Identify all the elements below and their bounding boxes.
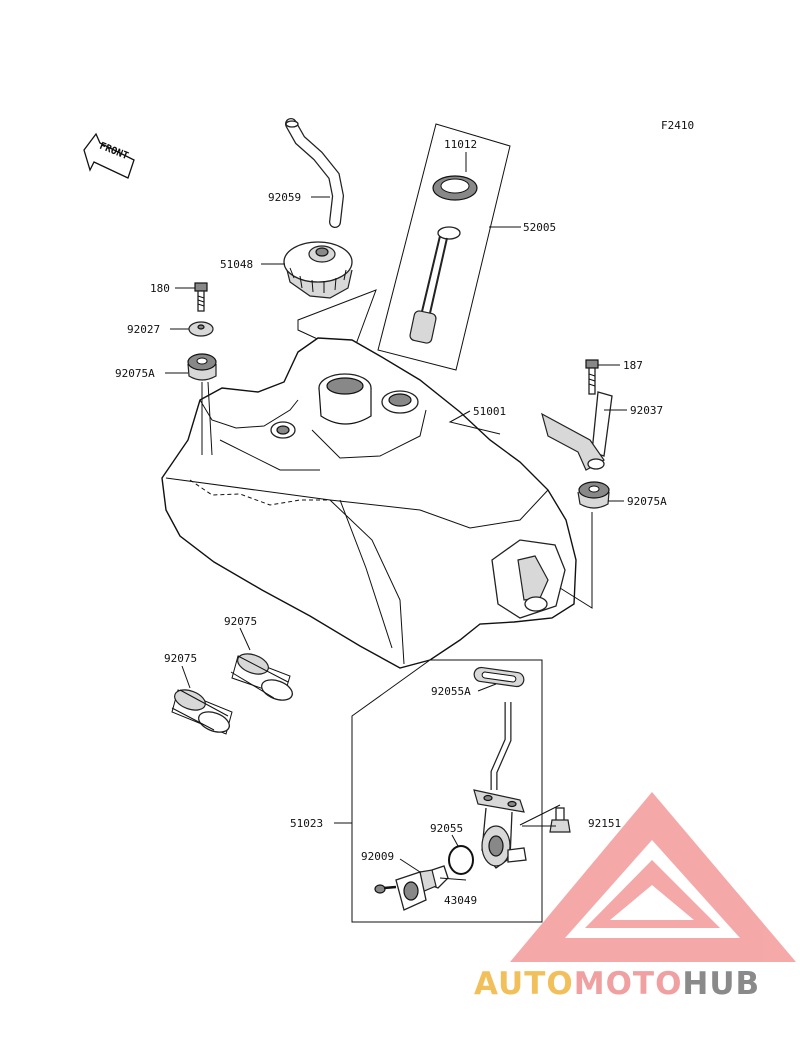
gauge-gasket	[432, 175, 478, 201]
damper-92075A-right	[577, 481, 610, 509]
bolt-180	[194, 282, 208, 312]
bolt-187	[585, 359, 599, 395]
fuel-gauge	[409, 226, 461, 344]
gasket-92055A	[473, 666, 525, 688]
callout-51023: 51023	[290, 817, 323, 830]
callout-92075A-left: 92075A	[115, 367, 155, 380]
filler-cap	[283, 241, 353, 299]
watermark-part-hub: HUB	[682, 966, 760, 1002]
band-92037	[541, 391, 613, 471]
oring-92055	[448, 845, 474, 875]
figure-code: F2410	[661, 119, 694, 132]
callout-92055: 92055	[430, 822, 463, 835]
callout-51048: 51048	[220, 258, 253, 271]
leader-lines	[165, 152, 627, 881]
callout-92059: 92059	[268, 191, 301, 204]
collar-92027	[188, 321, 214, 337]
damper-92075A-left	[187, 353, 217, 381]
callout-180: 180	[150, 282, 170, 295]
callout-11012: 11012	[444, 138, 477, 151]
callout-labels: 11012 52005 92059 51048 180 92027 92075A…	[115, 138, 667, 907]
fuel-cock-frame	[351, 659, 543, 923]
lever-92009	[419, 865, 449, 893]
callout-52005: 52005	[523, 221, 556, 234]
watermark-text: AUTOMOTOHUB	[474, 966, 760, 1002]
plate-43049	[395, 871, 427, 911]
watermark-part-auto: AUTO	[474, 966, 574, 1002]
callout-92055A: 92055A	[431, 685, 471, 698]
callout-92151: 92151	[588, 817, 621, 830]
callout-92075-a: 92075	[224, 615, 257, 628]
watermark-part-moto: MOTO	[574, 966, 683, 1002]
fuel-cock	[473, 702, 527, 869]
callout-92075A-right: 92075A	[627, 495, 667, 508]
callout-92009: 92009	[361, 850, 394, 863]
breather-hose	[285, 118, 345, 228]
callout-92075-b: 92075	[164, 652, 197, 665]
spacer-tube-92075-a	[230, 653, 293, 701]
bolt-92151	[549, 807, 571, 833]
fuel-tank	[161, 337, 577, 669]
callout-92037: 92037	[630, 404, 663, 417]
screw	[374, 884, 397, 894]
callout-92027: 92027	[127, 323, 160, 336]
front-arrow-icon: FRONT	[83, 132, 135, 179]
callout-51001: 51001	[473, 405, 506, 418]
callout-187: 187	[623, 359, 643, 372]
watermark-triangle-icon	[510, 792, 796, 962]
spacer-tube-92075-b	[171, 689, 233, 735]
callout-43049: 43049	[444, 894, 477, 907]
